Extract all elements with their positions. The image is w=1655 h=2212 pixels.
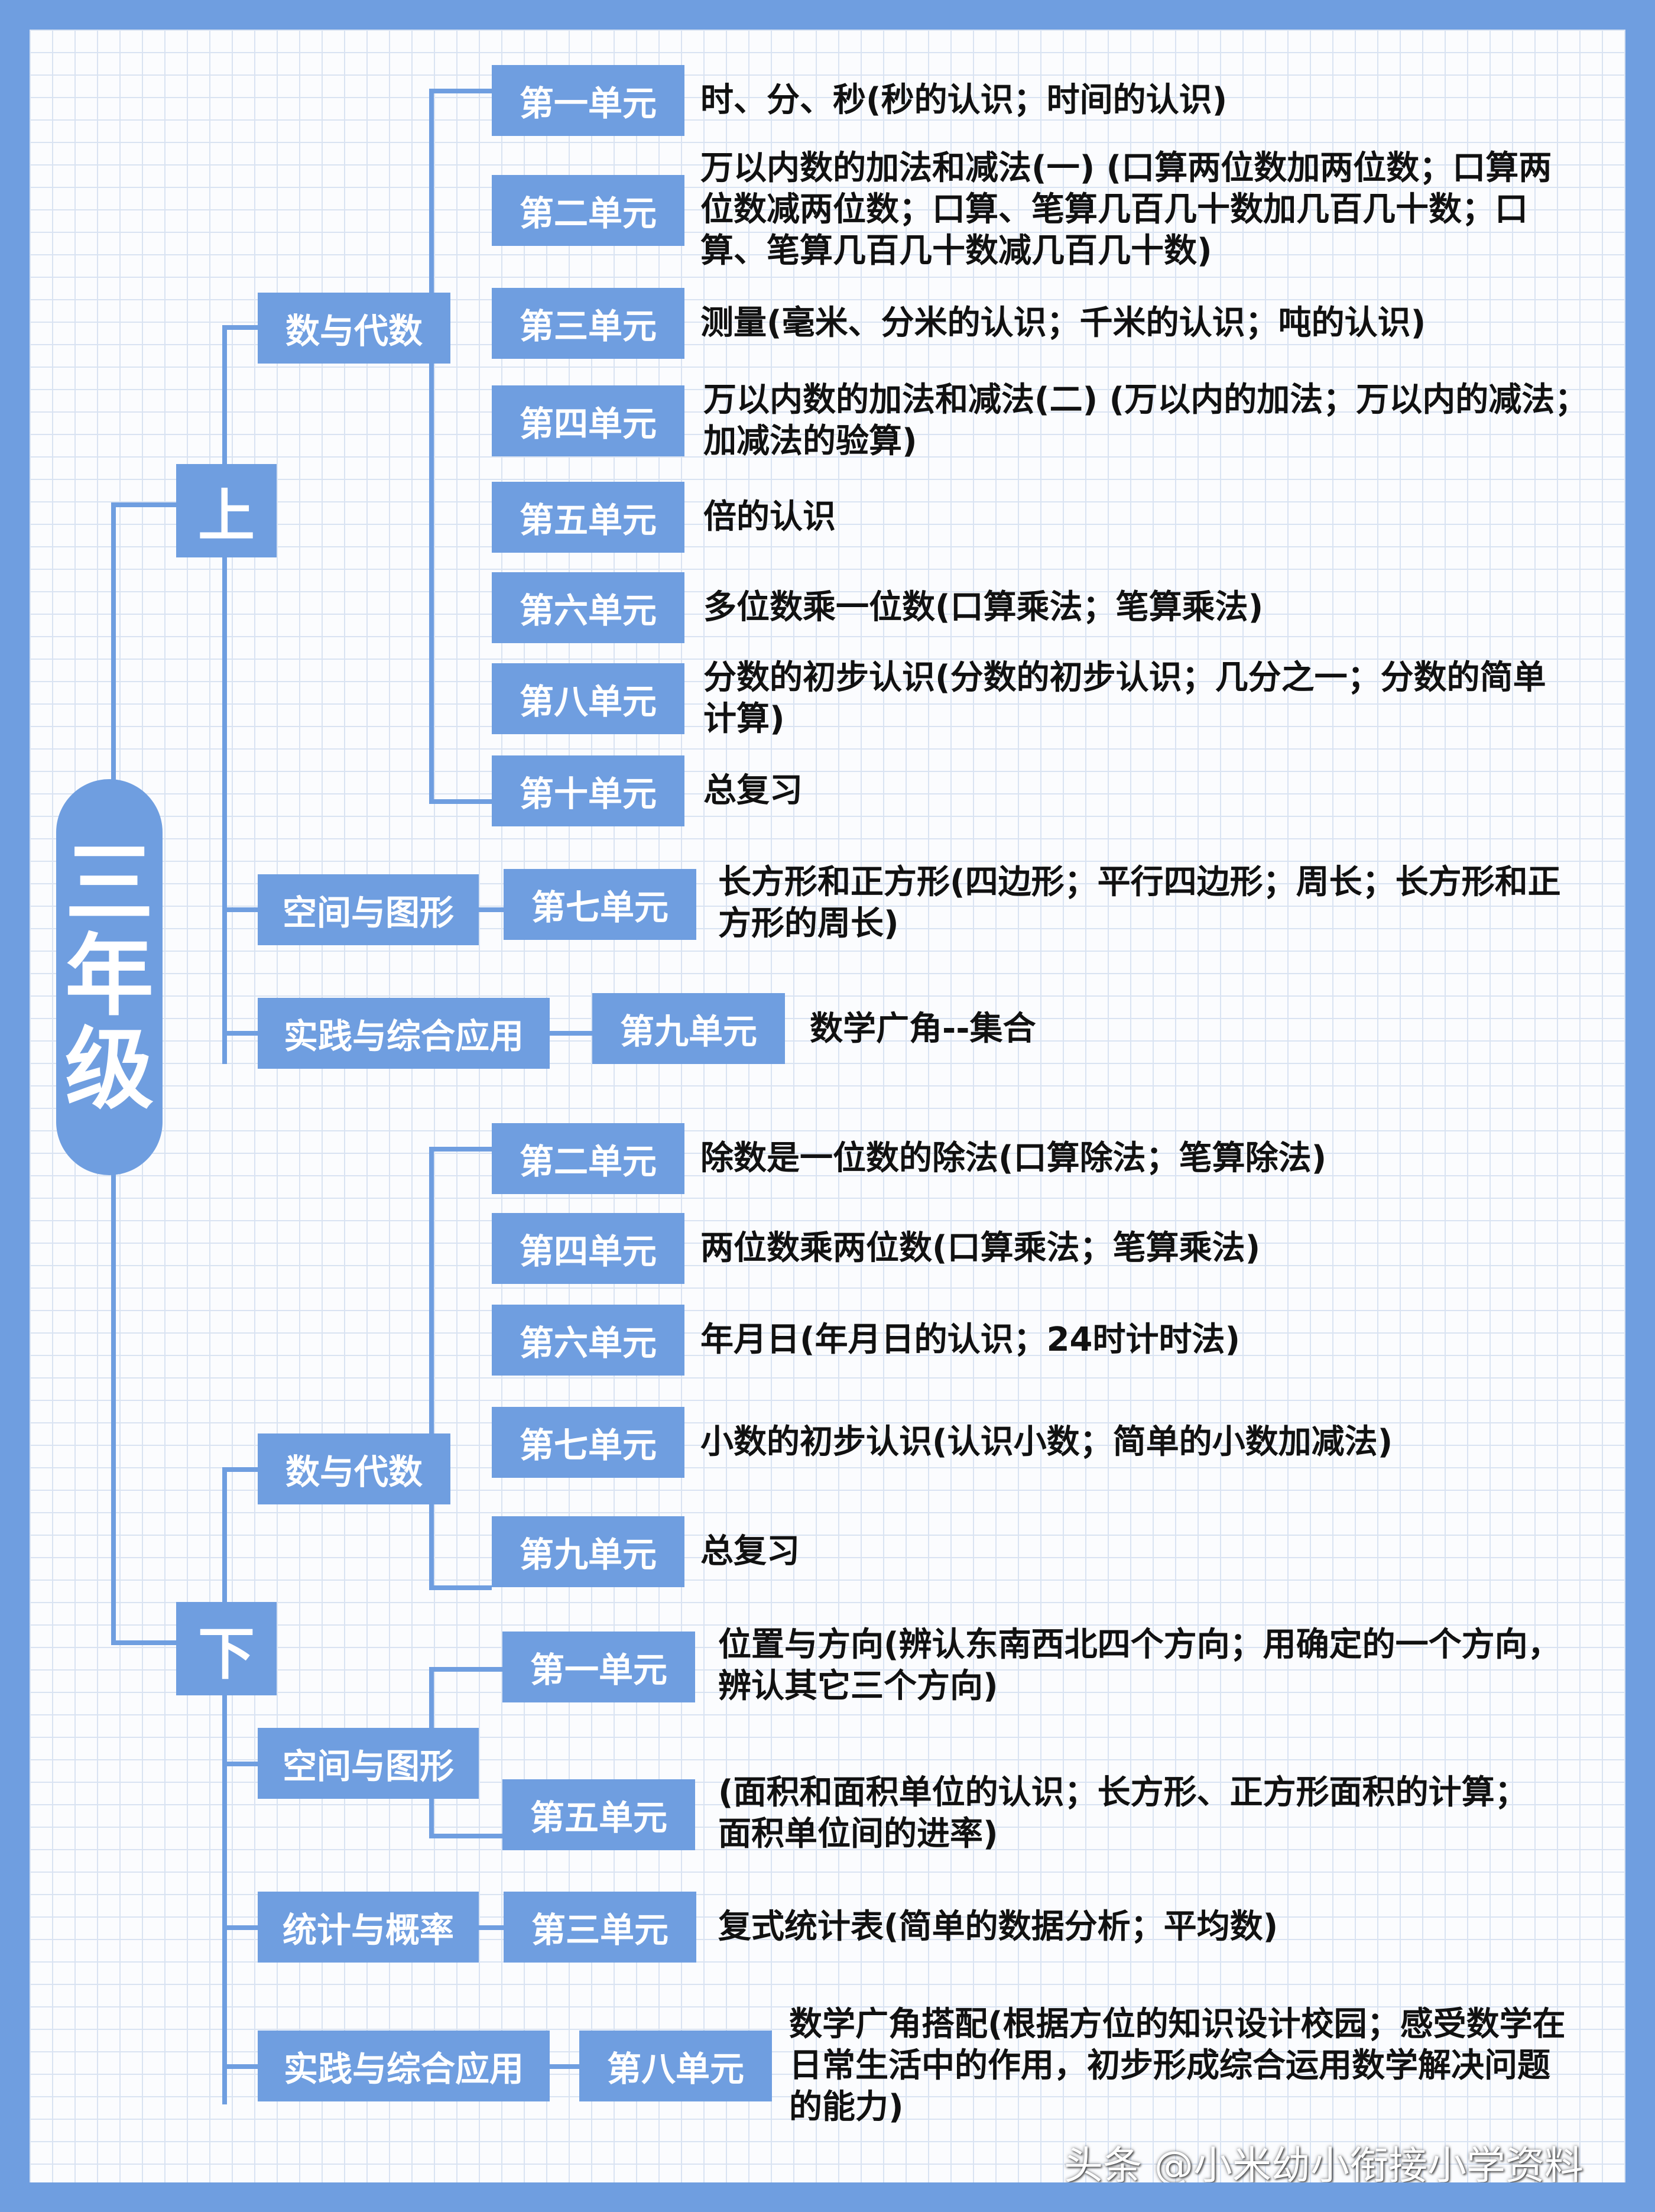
- connector-line: [222, 2064, 258, 2069]
- unit-node: 第三单元: [492, 288, 684, 359]
- connector-line: [222, 1762, 258, 1766]
- unit-node: 第十单元: [492, 755, 684, 826]
- grade-char: 三: [64, 832, 154, 935]
- unit-node: 第七单元: [492, 1407, 684, 1478]
- unit-description: 测量(毫米、分米的认识；千米的认识；吨的认识): [700, 304, 1426, 342]
- unit-description: 总复习: [703, 771, 803, 810]
- connector-line: [222, 1925, 258, 1930]
- unit-description: 长方形和正方形(四边形；平行四边形；周长；长方形和正 方形的周长): [718, 863, 1561, 943]
- connector-line: [222, 1467, 227, 2104]
- connector-line: [429, 89, 492, 93]
- unit-node: 第九单元: [492, 1516, 684, 1587]
- unit-node: 第四单元: [492, 1213, 684, 1284]
- category-node: 数与代数: [258, 1433, 450, 1504]
- unit-node: 第七单元: [504, 869, 696, 940]
- unit-node: 第二单元: [492, 175, 684, 246]
- category-node: 实践与综合应用: [258, 998, 550, 1069]
- connector-line: [429, 1585, 492, 1590]
- unit-node: 第八单元: [579, 2031, 772, 2101]
- unit-node: 第三单元: [504, 1892, 696, 1963]
- unit-description: 数学广角搭配(根据方位的知识设计校园；感受数学在 日常生活中的作用，初步形成综合…: [789, 2005, 1566, 2126]
- term-node-lower: 下: [176, 1602, 277, 1695]
- unit-node: 第八单元: [492, 663, 684, 734]
- grade-char: 年: [64, 925, 154, 1029]
- connector-line: [479, 1925, 504, 1930]
- term-node-upper: 上: [176, 464, 277, 557]
- connector-line: [429, 1147, 434, 1590]
- unit-description: 年月日(年月日的认识；24时计时法): [700, 1321, 1241, 1359]
- connector-line: [429, 1147, 492, 1152]
- unit-description: 万以内数的加法和减法(二) (万以内的加法；万以内的减法； 加减法的验算): [703, 381, 1588, 460]
- category-node: 空间与图形: [258, 874, 479, 945]
- unit-description: 分数的初步认识(分数的初步认识；几分之一；分数的简单 计算): [703, 659, 1546, 738]
- unit-description: 复式统计表(简单的数据分析；平均数): [718, 1908, 1278, 1946]
- connector-line: [429, 1667, 502, 1672]
- unit-description: 万以内数的加法和减法(一) (口算两位数加两位数；口算两 位数减两位数；口算、笔…: [700, 149, 1552, 270]
- connector-line: [222, 1031, 258, 1036]
- connector-line: [111, 1640, 176, 1645]
- connector-line: [429, 89, 434, 804]
- category-node: 实践与综合应用: [258, 2031, 550, 2101]
- unit-description: 小数的初步认识(认识小数；简单的小数加减法): [700, 1423, 1393, 1461]
- connector-line: [111, 502, 176, 507]
- grade-char: 级: [64, 1018, 154, 1121]
- unit-description: 除数是一位数的除法(口算除法；笔算除法): [700, 1139, 1327, 1178]
- unit-node: 第九单元: [592, 993, 785, 1064]
- unit-node: 第六单元: [492, 572, 684, 643]
- connector-line: [222, 325, 227, 1064]
- unit-node: 第一单元: [492, 65, 684, 136]
- unit-node: 第五单元: [502, 1779, 695, 1850]
- unit-description: 倍的认识: [703, 498, 836, 536]
- grade-node: 三 年 级: [56, 779, 163, 1175]
- connector-line: [222, 907, 258, 912]
- unit-description: 两位数乘两位数(口算乘法；笔算乘法): [700, 1229, 1261, 1267]
- connector-line: [222, 325, 258, 330]
- unit-node: 第六单元: [492, 1305, 684, 1376]
- unit-description: 多位数乘一位数(口算乘法；笔算乘法): [703, 588, 1264, 627]
- unit-node: 第五单元: [492, 482, 684, 553]
- unit-description: 总复习: [700, 1532, 800, 1571]
- unit-node: 第一单元: [502, 1632, 695, 1702]
- connector-line: [429, 799, 492, 804]
- connector-line: [550, 1031, 592, 1036]
- category-node: 数与代数: [258, 293, 450, 364]
- unit-node: 第二单元: [492, 1123, 684, 1194]
- unit-description: 位置与方向(辨认东南西北四个方向；用确定的一个方向， 辨认其它三个方向): [718, 1626, 1561, 1705]
- connector-line: [222, 1467, 258, 1472]
- connector-line: [479, 907, 504, 912]
- watermark-text: 头条 @小米幼小衔接小学资料: [1064, 2143, 1583, 2182]
- unit-node: 第四单元: [492, 385, 684, 456]
- connector-line: [550, 2064, 579, 2069]
- category-node: 统计与概率: [258, 1892, 479, 1963]
- unit-description: 数学广角--集合: [810, 1010, 1036, 1048]
- category-node: 空间与图形: [258, 1728, 479, 1799]
- unit-description: 时、分、秒(秒的认识；时间的认识): [700, 81, 1228, 119]
- mind-map-canvas: 三 年 级 上 数与代数 空间与图形 实践与综合应用 第一单元 时、分、秒(秒的…: [30, 30, 1625, 2182]
- connector-line: [429, 1834, 502, 1838]
- unit-description: (面积和面积单位的认识；长方形、正方形面积的计算； 面积单位间的进率): [718, 1773, 1528, 1853]
